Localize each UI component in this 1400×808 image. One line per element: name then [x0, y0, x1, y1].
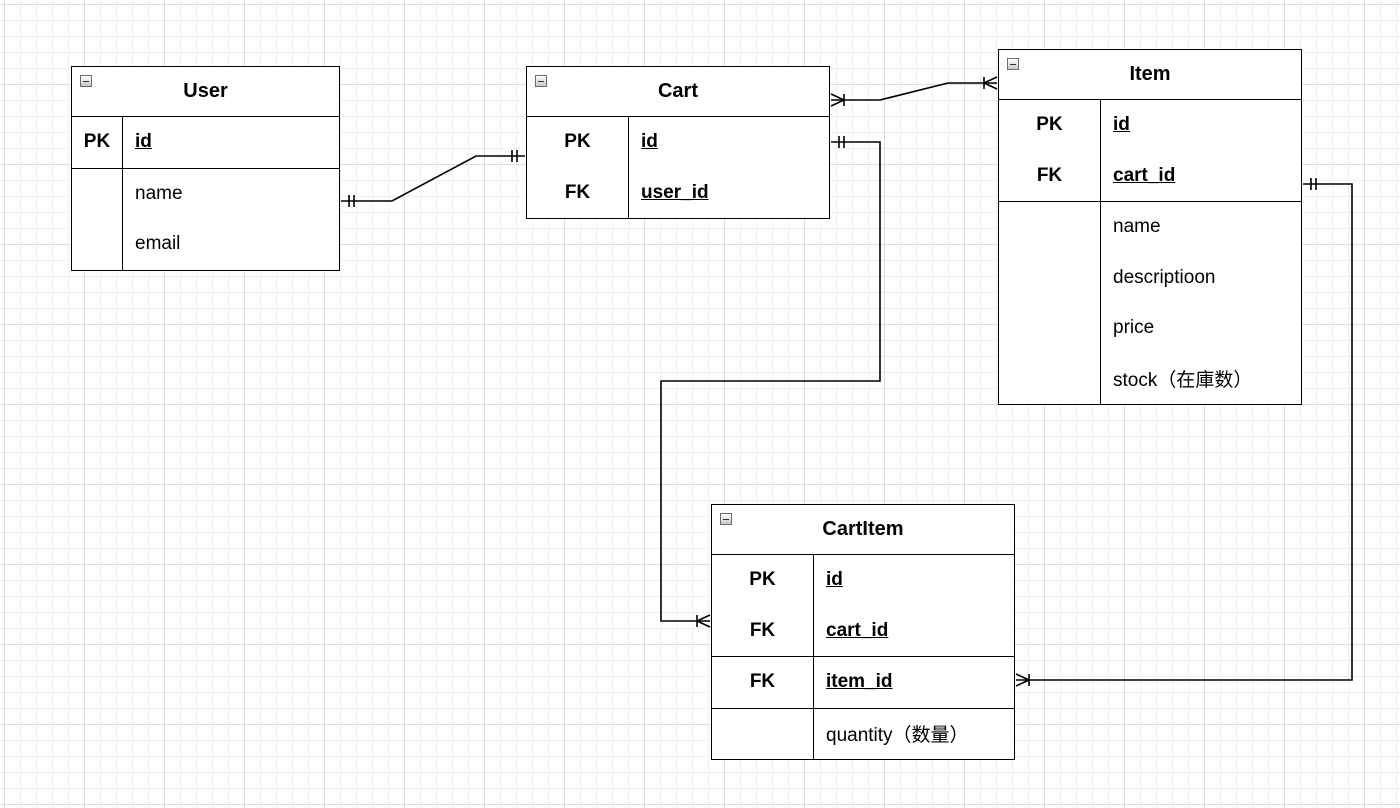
field-cart-0-1[interactable]: user_id: [641, 181, 709, 203]
field-column: name email: [123, 169, 339, 270]
key-label: PK: [564, 131, 591, 153]
key-label: PK: [749, 569, 776, 591]
field-column: id user_id: [629, 117, 829, 218]
field-cartitem-2-0[interactable]: quantity（数量）: [826, 725, 969, 747]
key-label: [712, 709, 813, 760]
entity-user-header[interactable]: User: [72, 67, 339, 117]
key-label: PK: [1036, 114, 1063, 136]
field-cart-0-0[interactable]: id: [641, 131, 658, 153]
field-item-1-0[interactable]: name: [1113, 216, 1161, 238]
key-column: [999, 202, 1101, 404]
entity-user-body: PK id name email: [72, 117, 339, 270]
key-column: PK FK: [999, 100, 1101, 201]
attribute-section: FK item_id: [712, 656, 1014, 708]
mandatory-one-marker: [511, 150, 518, 162]
key-label: FK: [749, 671, 776, 693]
field-column: name descriptioon price stock（在庫数）: [1101, 202, 1301, 404]
attribute-section: PK FK id cart_id: [999, 100, 1301, 201]
one-or-many-marker: [983, 76, 998, 90]
field-column: id: [123, 117, 339, 168]
field-column: id cart_id: [1101, 100, 1301, 201]
key-label: PK: [83, 131, 111, 153]
field-item-0-1[interactable]: cart_id: [1113, 164, 1176, 186]
mandatory-one-marker: [1310, 178, 1317, 190]
field-user-1-0[interactable]: name: [135, 182, 183, 204]
field-item-0-0[interactable]: id: [1113, 114, 1130, 136]
key-column: [712, 708, 814, 760]
collapse-icon[interactable]: [720, 513, 732, 525]
connector-cart-cartitem[interactable]: [660, 141, 881, 622]
entity-title: Item: [1129, 63, 1171, 85]
field-user-0-0[interactable]: id: [135, 131, 152, 153]
key-label: [72, 169, 122, 220]
entity-title: User: [183, 80, 228, 102]
attribute-section: PK FK id user_id: [527, 117, 829, 218]
key-label: [72, 219, 122, 270]
key-label: FK: [1036, 164, 1063, 186]
key-column: PK FK: [527, 117, 629, 218]
key-label: [999, 354, 1100, 405]
field-item-1-3[interactable]: stock（在庫数）: [1113, 370, 1253, 392]
field-item-1-2[interactable]: price: [1113, 317, 1155, 339]
connector-user-cart[interactable]: [341, 155, 525, 202]
one-or-many-marker: [1015, 673, 1030, 687]
field-column: quantity（数量）: [814, 709, 1014, 760]
key-column: FK: [712, 657, 814, 708]
key-label: FK: [564, 181, 591, 203]
attribute-section: name descriptioon price stock（在庫数）: [999, 201, 1301, 404]
entity-cart-body: PK FK id user_id: [527, 117, 829, 218]
attribute-section: PK id: [72, 117, 339, 168]
entity-user[interactable]: User PK id name email: [71, 66, 340, 271]
collapse-icon[interactable]: [80, 75, 92, 87]
field-cartitem-1-0[interactable]: item_id: [826, 671, 893, 693]
field-column: id cart_id: [814, 555, 1014, 656]
mandatory-one-marker: [348, 195, 355, 207]
entity-cart[interactable]: Cart PK FK id user_id: [526, 66, 830, 219]
field-user-1-1[interactable]: email: [135, 233, 181, 255]
field-column: item_id: [814, 657, 1014, 708]
key-column: PK FK: [712, 555, 814, 656]
entity-cart-header[interactable]: Cart: [527, 67, 829, 117]
mandatory-one-marker: [838, 136, 845, 148]
key-label: FK: [749, 619, 776, 641]
key-column: PK: [72, 117, 123, 168]
key-column: [72, 168, 123, 270]
field-item-1-1[interactable]: descriptioon: [1113, 266, 1216, 288]
key-label: [999, 303, 1100, 354]
attribute-section: quantity（数量）: [712, 707, 1014, 760]
one-or-many-marker: [830, 93, 845, 107]
attribute-section: name email: [72, 167, 339, 270]
entity-cartitem-header[interactable]: CartItem: [712, 505, 1014, 555]
collapse-icon[interactable]: [535, 75, 547, 87]
key-label: [999, 253, 1100, 304]
connector-cart-item[interactable]: [831, 82, 997, 101]
one-or-many-marker: [696, 614, 711, 628]
collapse-icon[interactable]: [1007, 58, 1019, 70]
entity-title: Cart: [657, 80, 698, 102]
field-cartitem-0-0[interactable]: id: [826, 569, 843, 591]
entity-item-header[interactable]: Item: [999, 50, 1301, 100]
key-label: [999, 202, 1100, 253]
attribute-section: PK FK id cart_id: [712, 555, 1014, 656]
field-cartitem-0-1[interactable]: cart_id: [826, 619, 889, 641]
connector-item-cartitem[interactable]: [1016, 183, 1353, 681]
entity-title: CartItem: [822, 518, 904, 540]
